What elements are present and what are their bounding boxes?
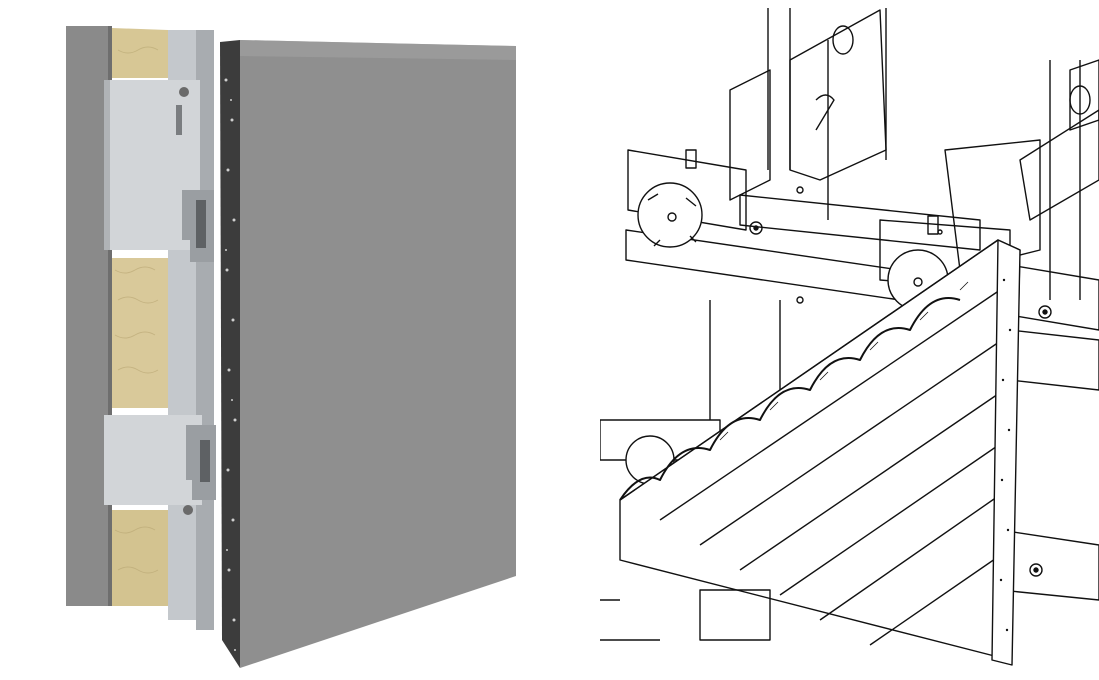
upper-hook-slot	[196, 200, 206, 248]
insulation-texture	[114, 46, 159, 574]
panel-face-shade	[240, 40, 516, 60]
tilted-panel	[619, 239, 1021, 661]
upper-screw	[179, 87, 189, 97]
insulation-middle	[112, 258, 172, 408]
bracket-fins	[729, 9, 1099, 271]
lower-screw	[183, 505, 193, 515]
subframe-drawing-svg	[600, 8, 1099, 666]
panel-face	[240, 40, 516, 668]
upper-bracket-slot	[176, 105, 182, 135]
bracket-holes	[796, 25, 1091, 304]
subframe-drawing	[600, 0, 1099, 680]
lower-hook-slot	[200, 440, 210, 482]
back-wall	[66, 26, 108, 606]
upper-bracket-shadow	[104, 80, 110, 250]
panel-edge	[991, 239, 1021, 666]
insulation-top	[112, 28, 168, 78]
lower-bracket	[104, 415, 202, 505]
insulation-bottom	[112, 510, 172, 606]
lower-structure	[600, 589, 771, 641]
panel-thickness-hatch	[719, 281, 969, 441]
panel-edge	[220, 40, 240, 668]
rail-screws	[749, 221, 1052, 577]
facade-photo	[66, 26, 516, 668]
panel-edge-pores	[224, 78, 237, 651]
facade-photo-svg	[66, 26, 516, 668]
